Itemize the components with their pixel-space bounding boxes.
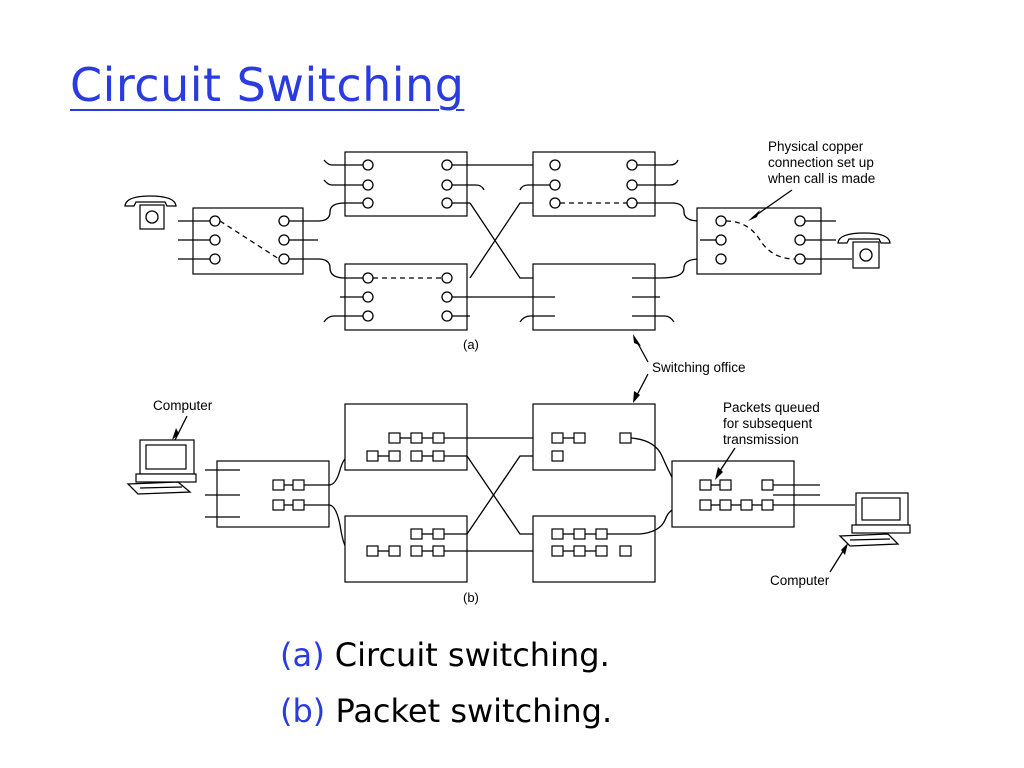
computer-right-label: Computer	[770, 573, 830, 588]
switch-bottom-left	[323, 263, 533, 331]
caption-tag-b: (b)	[280, 692, 326, 730]
switch-top-right	[519, 151, 716, 222]
telephone-right-icon	[837, 232, 891, 269]
router-right	[671, 460, 855, 528]
router-left	[205, 460, 330, 528]
annotation-packets-line-3: transmission	[723, 432, 799, 447]
caption-text-b: Packet switching.	[335, 692, 613, 730]
switch-bottom-right	[519, 258, 716, 331]
packet-switching-diagram: Computer	[126, 398, 911, 605]
circuit-switching-diagram: Physical copper connection set up when c…	[124, 139, 891, 352]
network-figure: Physical copper connection set up when c…	[124, 139, 911, 605]
part-b-label: (b)	[463, 590, 479, 605]
router-bottom-right	[532, 504, 700, 583]
router-top-left	[344, 403, 552, 471]
caption-tag-a: (a)	[280, 636, 325, 674]
caption-circuit-switching: (a) Circuit switching.	[280, 636, 610, 674]
router-bottom-left	[344, 515, 552, 583]
caption-text-a: Circuit switching.	[334, 636, 610, 674]
computer-left-label: Computer	[153, 398, 213, 413]
telephone-left-icon	[124, 195, 177, 230]
slide-title: Circuit Switching	[70, 58, 465, 112]
local-switch-right	[696, 207, 852, 275]
annotation-packets-line-2: for subsequent	[723, 416, 813, 431]
switching-office-annotation: Switching office	[633, 334, 746, 403]
annotation-copper-line-1: Physical copper	[768, 139, 864, 154]
computer-left-icon: Computer	[126, 398, 213, 495]
annotation-copper-line-3: when call is made	[767, 171, 875, 186]
local-switch-left	[178, 207, 318, 275]
switch-top-left	[323, 151, 555, 217]
computer-right-icon: Computer	[770, 492, 911, 588]
caption-packet-switching: (b) Packet switching.	[280, 692, 612, 730]
annotation-office: Switching office	[652, 360, 746, 375]
router-top-right	[532, 403, 700, 486]
annotation-packets-line-1: Packets queued	[723, 400, 820, 415]
part-a-label: (a)	[463, 337, 479, 352]
annotation-copper-line-2: connection set up	[768, 155, 874, 170]
